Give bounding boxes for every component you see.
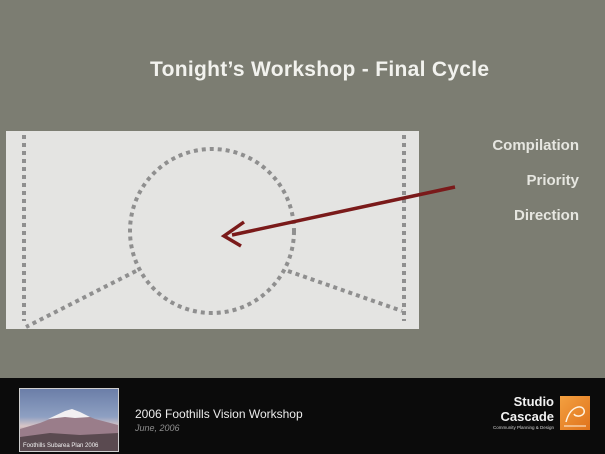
logo-line-cascade: Cascade xyxy=(500,409,554,424)
logo-mark-icon xyxy=(560,396,590,430)
arrow-head xyxy=(220,220,246,248)
bullet-direction: Direction xyxy=(513,207,579,224)
workshop-diagram xyxy=(6,131,419,329)
bullet-list: Compilation Priority Direction xyxy=(492,136,579,241)
logo-line-studio: Studio xyxy=(513,394,554,409)
mountain-image xyxy=(20,409,118,451)
slide-title: Tonight’s Workshop - Final Cycle xyxy=(150,58,490,81)
studio-cascade-logo: Studio Cascade Community Planning & Desi… xyxy=(484,390,596,440)
thumbnail-caption: Foothills Subarea Plan 2006 xyxy=(23,443,99,449)
logo-tagline: Community Planning & Design xyxy=(492,425,554,430)
diagram-dotted-lines xyxy=(22,135,406,329)
logo-swirl-icon xyxy=(564,406,586,427)
arrow-shaft xyxy=(231,185,456,237)
bullet-compilation: Compilation xyxy=(492,137,579,154)
footer-date: June, 2006 xyxy=(135,423,180,433)
footer-title: 2006 Foothills Vision Workshop xyxy=(135,407,303,421)
center-dotted-circle xyxy=(128,147,296,315)
bullet-priority: Priority xyxy=(526,172,579,189)
mountain-thumbnail: Foothills Subarea Plan 2006 xyxy=(19,388,119,452)
